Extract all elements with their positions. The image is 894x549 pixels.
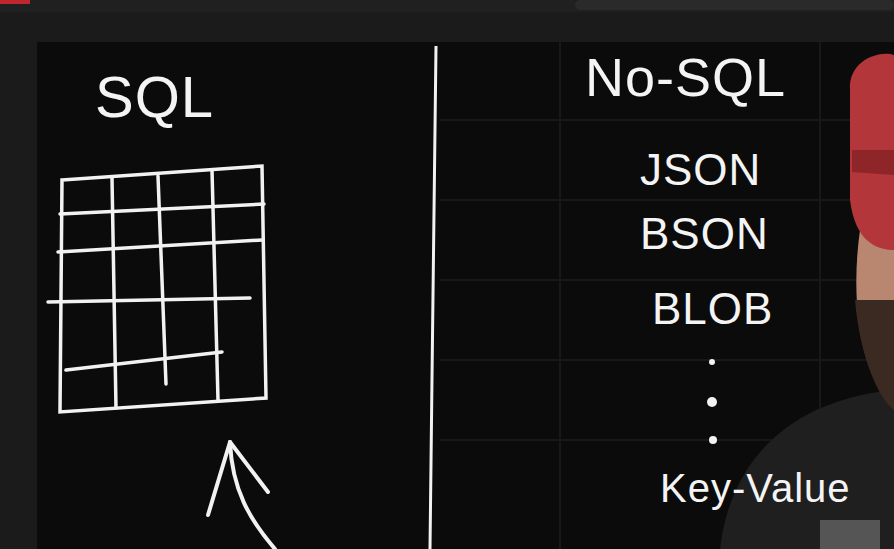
divider-line <box>430 46 436 549</box>
top-panel <box>575 0 894 10</box>
top-bar <box>0 0 894 12</box>
ellipsis-dots <box>707 359 717 444</box>
board-text: Key-Value <box>660 468 851 508</box>
pointer-arrow <box>208 442 275 549</box>
board-text: BSON <box>640 212 769 256</box>
progress-mark <box>0 0 30 4</box>
board <box>37 42 894 549</box>
board-text: No-SQL <box>585 50 786 104</box>
board-text: JSON <box>640 148 761 192</box>
brick-texture <box>440 42 894 549</box>
table-grid <box>48 166 266 412</box>
board-text: BLOB <box>652 287 773 331</box>
board-text: SQL <box>95 68 214 126</box>
